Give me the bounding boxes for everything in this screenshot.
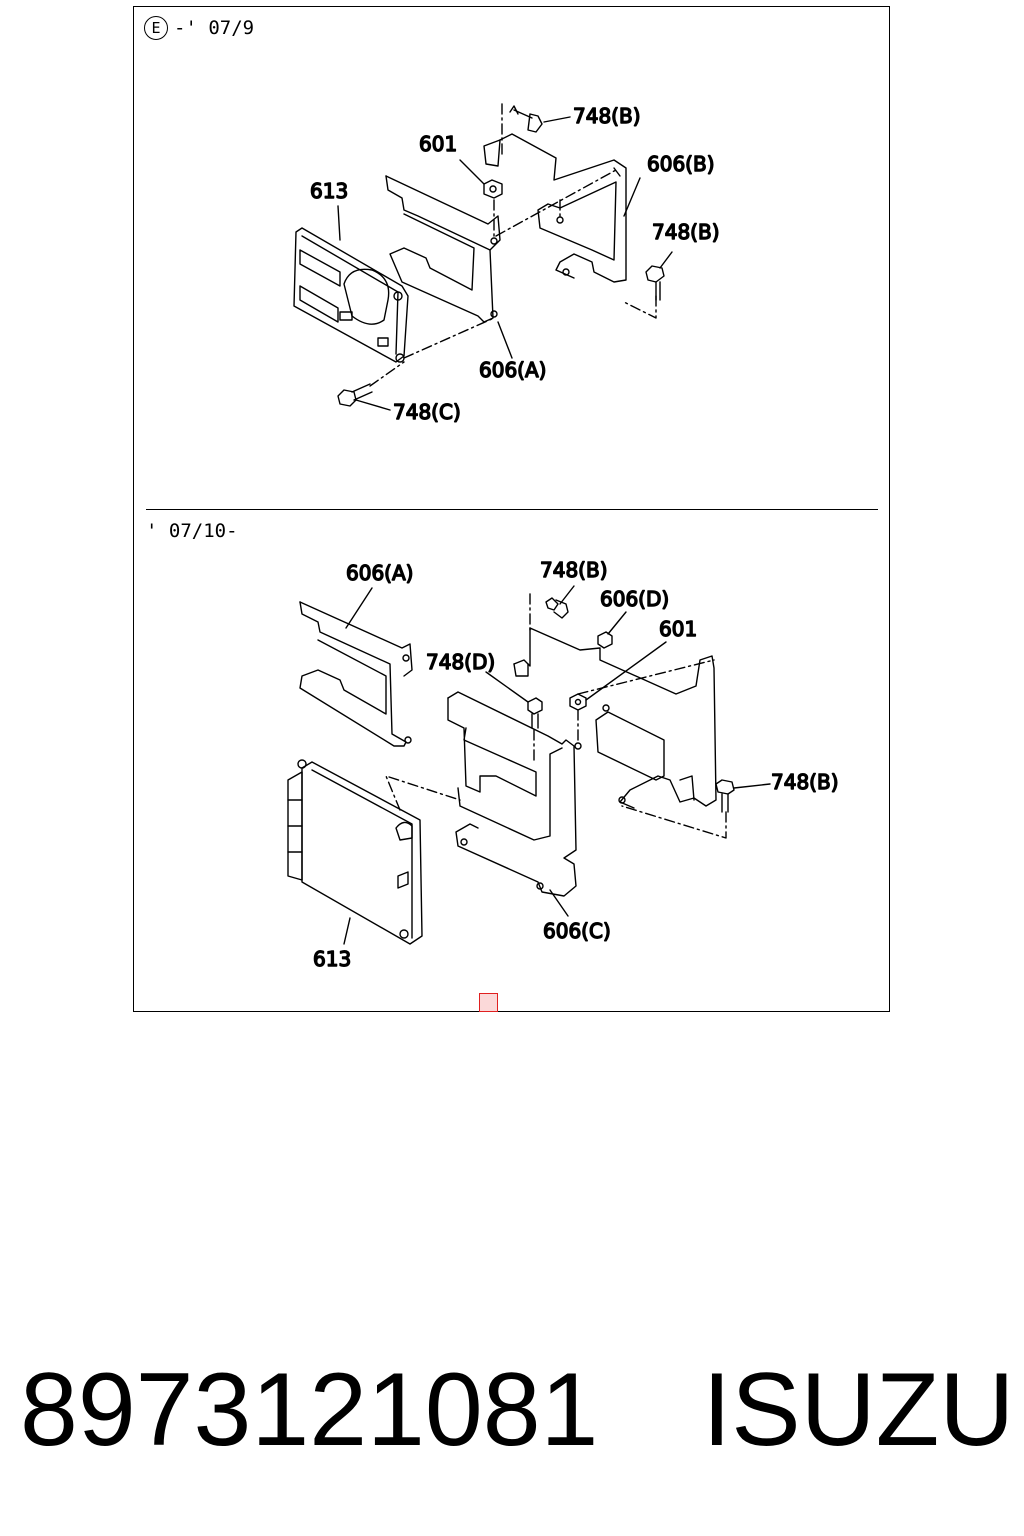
callout-613: 613 xyxy=(313,947,351,971)
bolt-748d-part xyxy=(527,697,543,729)
callout-748b-right: 748(B) xyxy=(771,770,839,794)
callout-606d: 606(D) xyxy=(600,587,669,611)
part-footer: 8973121081 ISUZU xyxy=(20,1352,1014,1468)
callout-606a: 606(A) xyxy=(346,561,413,585)
callout-606c: 606(C) xyxy=(543,919,611,943)
section-2-leader-lines xyxy=(343,585,771,945)
section-2-header: ' 07/10- xyxy=(146,520,238,542)
section-1-drawing: 748(B) 601 606(B) 613 748(B) 606(A) 748(… xyxy=(293,103,720,425)
callout-748b-right: 748(B) xyxy=(652,220,720,244)
bracket-606b-part xyxy=(513,627,717,809)
brand-name: ISUZU xyxy=(702,1352,1015,1468)
section-2-drawing: 606(A) 748(B) 606(D) 601 748(D) 748(B) 6… xyxy=(287,557,839,972)
section-1-leader-lines xyxy=(337,116,673,411)
bolt-748b-right-part xyxy=(715,779,735,813)
bolt-748b-top-part xyxy=(509,105,543,133)
diagram-frame xyxy=(133,6,890,1012)
callout-601: 601 xyxy=(659,617,697,641)
bolt-748b-top-part xyxy=(545,597,569,619)
bracket-606c-part xyxy=(447,691,582,897)
selection-marker[interactable] xyxy=(479,993,498,1012)
section-1-header: E -' 07/9 xyxy=(144,16,254,40)
variant-mark: E xyxy=(144,16,168,40)
bracket-606a-part xyxy=(299,601,413,747)
nut-606d-part xyxy=(597,631,613,649)
callout-601: 601 xyxy=(419,132,457,156)
bracket-606b-part xyxy=(483,133,627,283)
part-number: 8973121081 xyxy=(20,1352,599,1468)
callout-748b-top: 748(B) xyxy=(540,558,608,582)
date-range-label: ' 07/10- xyxy=(146,520,238,542)
exploded-parts-diagram: 748(B) 601 606(B) 613 748(B) 606(A) 748(… xyxy=(287,103,839,972)
nut-601-part xyxy=(483,179,503,199)
callout-748b-top: 748(B) xyxy=(573,104,641,128)
bolt-748b-right-part xyxy=(645,265,665,301)
callout-748c: 748(C) xyxy=(393,400,461,424)
date-range-label: -' 07/9 xyxy=(174,17,255,39)
bracket-606a-part xyxy=(385,175,501,323)
ecu-613-part xyxy=(293,227,409,363)
callout-606a: 606(A) xyxy=(479,358,546,382)
section-divider xyxy=(146,509,878,510)
nut-601-part xyxy=(569,693,587,711)
callout-748d: 748(D) xyxy=(426,650,495,674)
ecu-613-part xyxy=(287,759,423,945)
callout-613: 613 xyxy=(310,179,348,203)
section-1-assembly-lines xyxy=(369,103,657,387)
section-2-assembly-lines xyxy=(385,593,727,839)
callout-606b: 606(B) xyxy=(647,152,715,176)
